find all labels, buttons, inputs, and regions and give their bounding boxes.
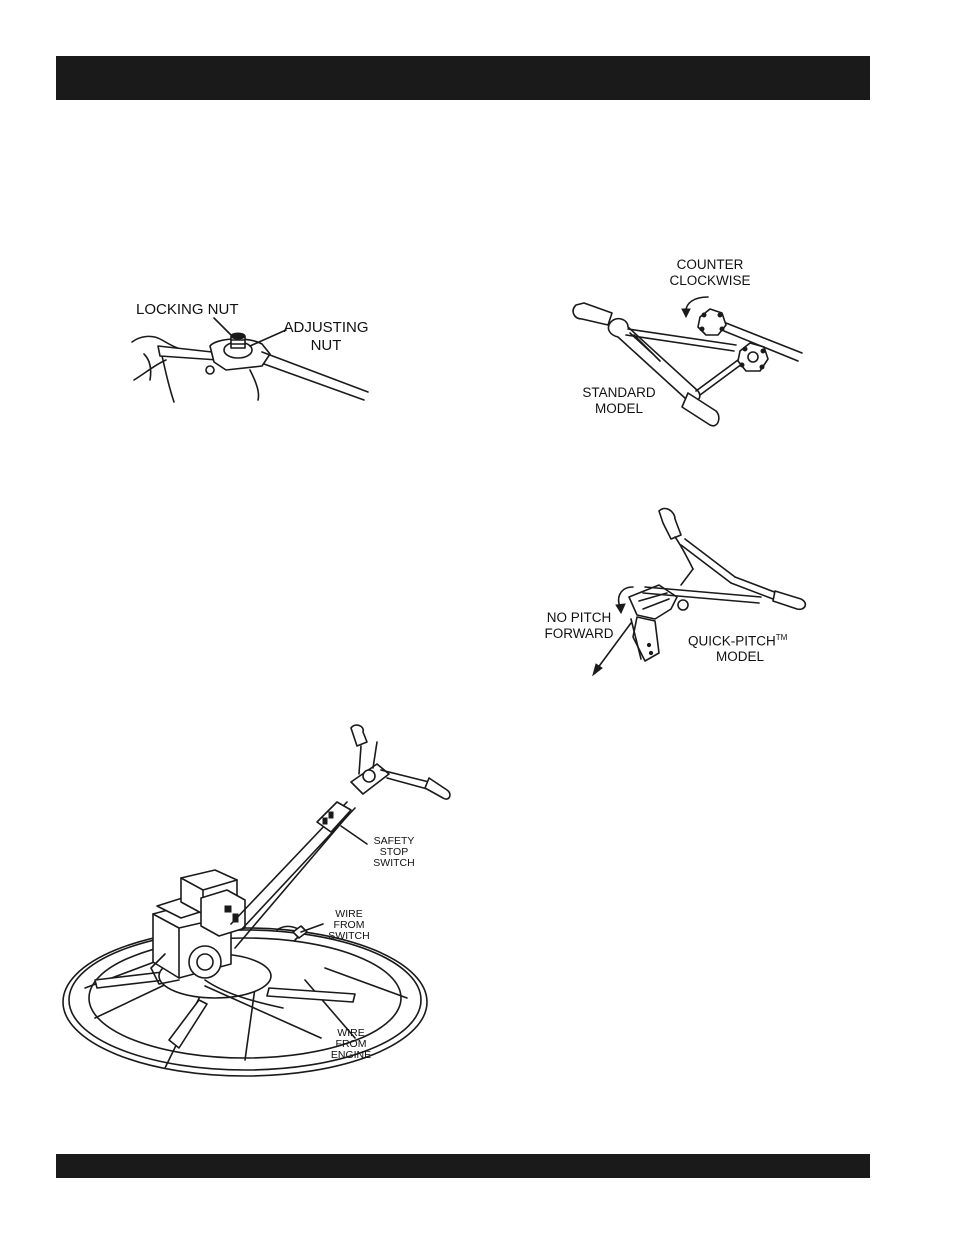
power-trowel-illustration [55, 718, 460, 1088]
header-bar [56, 56, 870, 100]
label-wire-from-switch-line3: SWITCH [322, 931, 376, 942]
label-wire-from-engine-line3: ENGINE [324, 1050, 378, 1061]
label-adjusting-nut-line2: NUT [278, 338, 374, 353]
footer-bar [56, 1154, 870, 1178]
label-no-pitch-line1: NO PITCH [542, 611, 616, 625]
label-no-pitch-line2: FORWARD [542, 627, 616, 641]
label-standard-model-line1: STANDARD [574, 386, 664, 400]
label-quick-pitch-line1: QUICK-PITCHTM [688, 634, 784, 648]
label-counter-clockwise-line1: COUNTER [664, 258, 756, 272]
label-locking-nut: LOCKING NUT [136, 302, 239, 317]
label-counter-clockwise-line2: CLOCKWISE [664, 274, 756, 288]
label-safety-stop-line3: SWITCH [366, 858, 422, 869]
label-quick-pitch-line2: MODEL [688, 650, 792, 664]
label-standard-model-line2: MODEL [574, 402, 664, 416]
label-adjusting-nut-line1: ADJUSTING [278, 320, 374, 335]
